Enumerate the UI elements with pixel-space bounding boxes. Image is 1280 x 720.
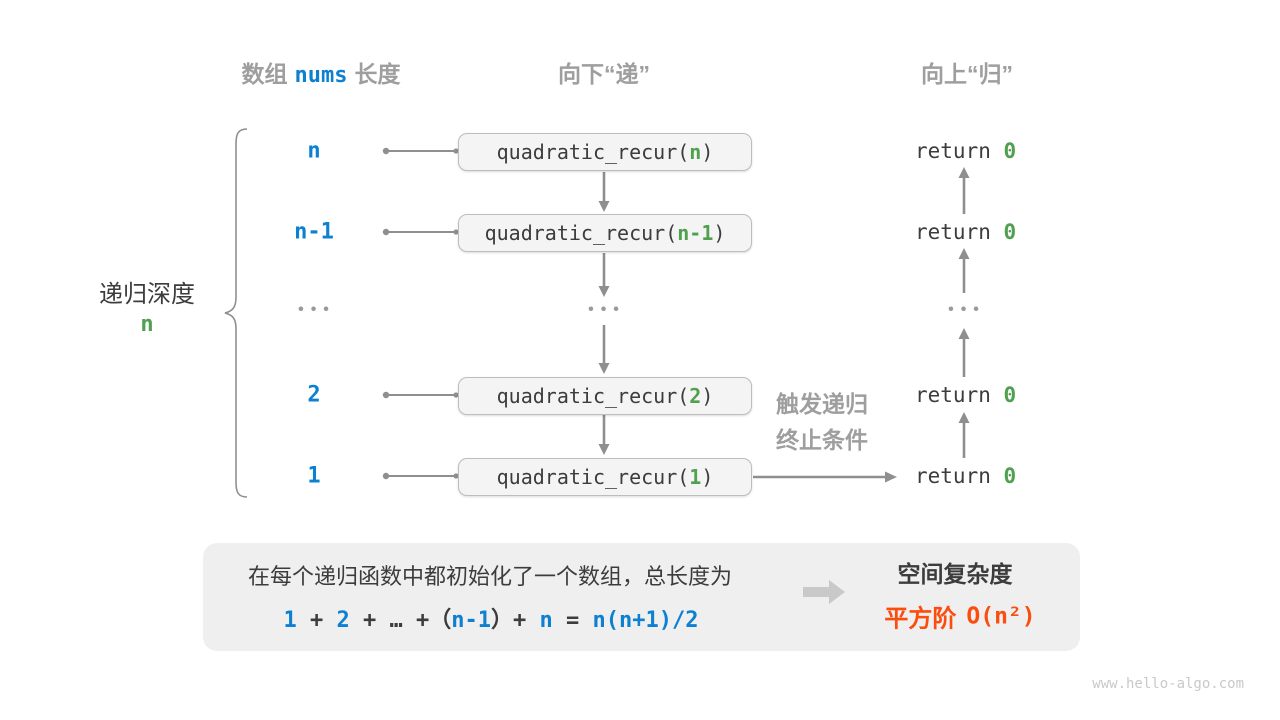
connector-row-n	[382, 147, 459, 155]
formula-op: +	[296, 608, 337, 633]
call-arg: 2	[689, 384, 702, 408]
row-label-n-1: n-1	[294, 219, 334, 245]
formula-term: 2	[336, 608, 350, 633]
base-case-note: 触发递归 终止条件	[776, 386, 868, 458]
complexity-big-o: O(n²)	[966, 603, 1036, 629]
row-label-2: 2	[307, 382, 321, 408]
base-case-note-line2: 终止条件	[776, 427, 868, 453]
return-value: 0	[1003, 139, 1017, 163]
complexity-order-label: 平方阶	[884, 605, 957, 633]
call-text: quadratic_recur(	[496, 384, 690, 408]
connector-row-2	[382, 391, 459, 399]
header-array-code: nums	[294, 63, 348, 88]
call-close: )	[713, 221, 726, 245]
call-close: )	[701, 384, 714, 408]
formula-op: =	[552, 608, 593, 633]
up-arrow-1	[958, 412, 970, 458]
base-case-note-line1: 触发递归	[776, 391, 868, 417]
return-keyword: return	[915, 220, 1004, 244]
space-complexity-title: 空间复杂度	[897, 561, 1013, 587]
down-arrow-1	[598, 172, 610, 212]
call-text: quadratic_recur(	[496, 140, 690, 164]
summary-description: 在每个递归函数中都初始化了一个数组，总长度为	[247, 564, 733, 589]
return-statement-2: return 0	[915, 383, 1016, 407]
down-arrow-2	[598, 253, 610, 297]
return-value: 0	[1003, 383, 1017, 407]
connector-row-n-1	[382, 228, 459, 236]
base-case-arrow	[753, 471, 897, 483]
space-complexity-result: 平方阶 O(n²)	[884, 599, 1035, 634]
call-close: )	[701, 465, 714, 489]
formula-op: ）+	[491, 608, 540, 633]
return-keyword: return	[915, 139, 1004, 163]
return-statement-1: return 0	[915, 464, 1016, 488]
call-arg: 1	[689, 465, 702, 489]
call-text: quadratic_recur(	[496, 465, 690, 489]
return-keyword: return	[915, 464, 1004, 488]
summary-box: 在每个递归函数中都初始化了一个数组，总长度为 1 + 2 + … +（n-1）+…	[203, 543, 1080, 651]
formula-op: + … +（	[349, 608, 452, 633]
return-value: 0	[1003, 464, 1017, 488]
up-arrow-2	[958, 328, 970, 377]
recursion-depth-text: 递归深度	[99, 281, 195, 308]
recursion-depth-label: 递归深度 n	[99, 280, 195, 340]
call-box-1: quadratic_recur(1)	[458, 458, 752, 496]
connector-row-1	[382, 472, 459, 480]
call-text: quadratic_recur(	[484, 221, 678, 245]
implies-arrow-icon	[803, 580, 845, 604]
header-return-up: 向上“归”	[921, 61, 1013, 87]
formula-result: n(n+1)/2	[592, 608, 699, 633]
ellipsis-dots-returns: •••	[948, 301, 986, 318]
call-arg: n-1	[677, 221, 714, 245]
return-keyword: return	[915, 383, 1004, 407]
return-statement-n-1: return 0	[915, 220, 1016, 244]
formula-term: 1	[283, 608, 297, 633]
row-label-n: n	[307, 138, 321, 164]
call-arg: n	[689, 140, 702, 164]
header-array-pre: 数组	[241, 61, 288, 87]
down-arrow-4	[598, 415, 610, 455]
header-recurse-down: 向下“递”	[558, 61, 650, 87]
recursion-depth-value: n	[140, 312, 154, 337]
formula-term: n-1	[451, 608, 492, 633]
up-arrow-3	[958, 248, 970, 293]
formula-term: n	[539, 608, 553, 633]
watermark: www.hello-algo.com	[1092, 676, 1244, 692]
header-array-post: 长度	[354, 61, 401, 87]
call-box-2: quadratic_recur(2)	[458, 377, 752, 415]
ellipsis-dots-calls: •••	[588, 301, 626, 318]
ellipsis-dots-labels: •••	[298, 301, 336, 318]
call-close: )	[701, 140, 714, 164]
summary-formula: 1 + 2 + … +（n-1）+ n = n(n+1)/2	[284, 602, 699, 634]
call-box-n: quadratic_recur(n)	[458, 133, 752, 171]
return-value: 0	[1003, 220, 1017, 244]
row-label-1: 1	[307, 463, 321, 489]
call-box-n-1: quadratic_recur(n-1)	[458, 214, 752, 252]
down-arrow-3	[598, 325, 610, 374]
depth-brace	[224, 128, 248, 498]
return-statement-n: return 0	[915, 139, 1016, 163]
up-arrow-4	[958, 167, 970, 214]
